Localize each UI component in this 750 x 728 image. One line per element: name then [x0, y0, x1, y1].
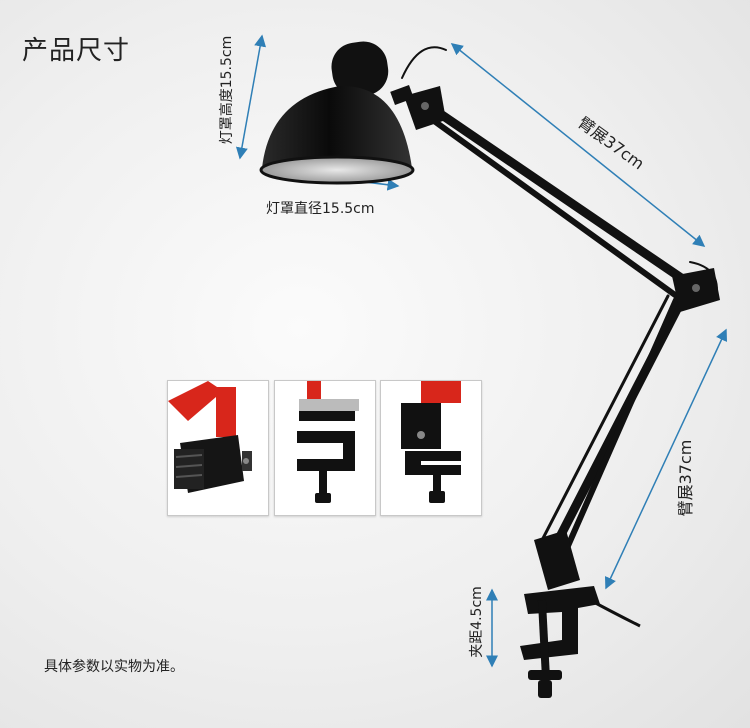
lamp-clamp	[520, 530, 641, 698]
arm-lower-label: 臂展37cm	[676, 439, 695, 517]
shade-height-label: 灯罩高度15.5cm	[219, 35, 235, 145]
clamp-thumbnail-side	[380, 380, 482, 516]
shade-height-line	[235, 34, 267, 160]
disclaimer-note: 具体参数以实物为准。	[44, 659, 184, 675]
lamp-shade	[259, 41, 415, 185]
shade-diameter-label: 灯罩直径15.5cm	[266, 201, 375, 217]
lamp-joints	[404, 86, 720, 312]
clamp-thumbnail-angle	[167, 380, 269, 516]
clamp-thumbnail-front	[274, 380, 376, 516]
lamp-arms	[401, 46, 718, 567]
clamp-gap-label: 夹距4.5cm	[469, 586, 485, 658]
arm-upper-line	[450, 43, 706, 247]
arm-lower-line	[604, 328, 728, 590]
page-title: 产品尺寸	[22, 36, 131, 66]
